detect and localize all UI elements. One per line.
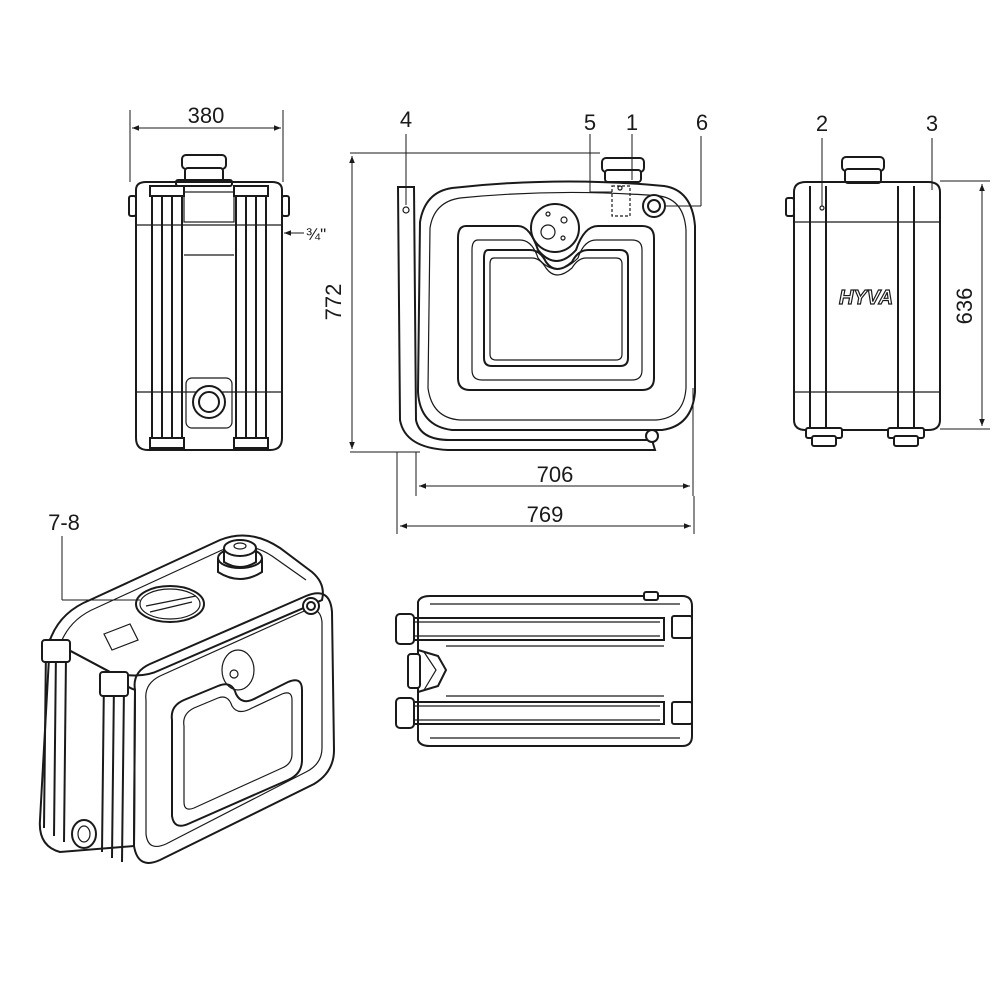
callout-3: 3	[926, 111, 938, 136]
dim-height-front-label: 772	[321, 284, 346, 321]
dim-height-side-label: 636	[952, 288, 977, 325]
front-view	[349, 134, 702, 534]
dim-width-outer-label: 769	[527, 502, 564, 527]
thread-size-label: ¾"	[306, 225, 326, 244]
dim-width-side-label: 380	[188, 103, 225, 128]
callout-6: 6	[696, 110, 708, 135]
side-view-right	[785, 138, 990, 447]
callout-4: 4	[400, 107, 412, 132]
side-view-left	[128, 110, 304, 451]
callout-5: 5	[584, 110, 596, 135]
callout-7-8: 7-8	[48, 510, 80, 535]
top-view	[395, 591, 693, 747]
hyva-logo: HYVA	[839, 287, 893, 309]
callout-2: 2	[816, 111, 828, 136]
isometric-view	[38, 534, 336, 864]
callout-1: 1	[626, 110, 638, 135]
dim-width-inner-label: 706	[537, 462, 574, 487]
